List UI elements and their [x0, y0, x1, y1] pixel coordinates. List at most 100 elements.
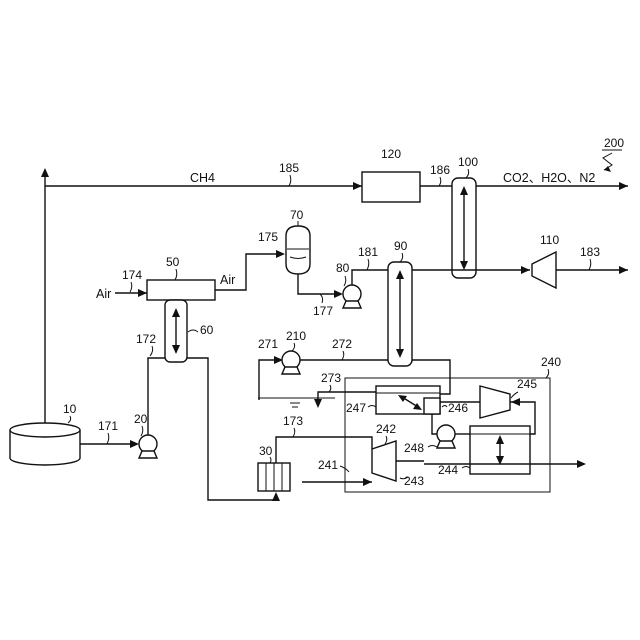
line-181 [352, 270, 388, 285]
turbine-245 [480, 386, 510, 418]
air-in-label: Air [96, 287, 111, 301]
line-174-arrow [138, 289, 147, 297]
line-177-leader [320, 294, 323, 303]
ch4-label: CH4 [190, 171, 215, 185]
compressor-242 [372, 441, 396, 481]
line-186-label: 186 [430, 163, 450, 177]
compressor-242-leader [385, 436, 387, 444]
pump-210-leader [292, 343, 295, 351]
exhaust-label: CO2、H2O、N2 [503, 171, 595, 185]
line-272-label: 272 [332, 337, 352, 351]
unit-247-label: 247 [346, 401, 366, 415]
turbine-110-label: 110 [540, 233, 559, 247]
line-183-leader [589, 259, 591, 270]
unit-30-label: 30 [259, 444, 273, 458]
line-183-arrow [619, 266, 628, 274]
line-174-leader [130, 282, 132, 292]
line-175-label: 175 [258, 230, 278, 244]
unit-30-leader [270, 457, 271, 463]
pump-248-label: 248 [404, 441, 424, 455]
pump-210 [282, 351, 300, 374]
system-ref-label: 200 [604, 136, 624, 150]
line-181-leader [367, 259, 369, 270]
pump-20 [139, 435, 157, 458]
line-177-arrow [334, 290, 343, 298]
pump-248-leader [428, 446, 437, 448]
line-173-leader [293, 428, 295, 437]
unit-30 [258, 463, 290, 491]
pump-248 [437, 425, 455, 448]
pump-80 [343, 285, 361, 308]
unit-246-leader [442, 406, 447, 408]
line-171-label: 171 [98, 419, 118, 433]
vessel-70 [286, 226, 310, 274]
line-271-label: 271 [258, 337, 278, 351]
line-173-label: 173 [283, 414, 303, 428]
hx-244-leader [462, 467, 470, 469]
exhaust-arrow [619, 182, 628, 190]
vessel-70-label: 70 [290, 208, 304, 222]
pump-80-leader [344, 276, 346, 286]
unit-120-label: 120 [381, 147, 401, 161]
line-248-to-246 [432, 414, 437, 434]
system-240-leader [546, 369, 549, 378]
storage-tank-leader [68, 416, 71, 423]
pump-80-label: 80 [336, 261, 350, 275]
line-273-arrow [314, 399, 322, 408]
turbine-110-inlet-arrow [521, 266, 530, 274]
line-177-label: 177 [313, 304, 333, 318]
hx-90-leader [400, 253, 403, 262]
line-171-leader [107, 433, 109, 444]
line-185-arrow [353, 182, 362, 190]
line-172 [148, 358, 165, 435]
unit-50-label: 50 [166, 255, 180, 269]
hx-90-label: 90 [394, 239, 408, 253]
line-171-arrow [130, 440, 139, 448]
line-273-label: 273 [321, 371, 341, 385]
ch4-riser-arrow [41, 168, 49, 177]
unit-50 [147, 280, 215, 300]
line-174-label: 174 [122, 268, 142, 282]
line-172-leader [150, 346, 153, 356]
line-241-arrow [363, 478, 372, 486]
unit-120 [362, 172, 420, 202]
unit-247-leader [368, 406, 376, 408]
pump-20-leader [141, 426, 143, 436]
line-241-label: 241 [318, 458, 338, 472]
hx-100-leader [466, 169, 469, 178]
hx-244-label: 244 [438, 463, 458, 477]
line-273-leader [329, 385, 331, 392]
storage-tank-label: 10 [63, 402, 77, 416]
unit-246-label: 246 [448, 401, 468, 415]
unit-50-leader [175, 269, 177, 280]
line-177 [298, 274, 340, 294]
line-271 [259, 360, 280, 400]
system-ref-arrow [604, 166, 611, 172]
air-out-label: Air [220, 273, 235, 287]
hx-100-label: 100 [458, 155, 478, 169]
compressor-243-label: 243 [404, 474, 424, 488]
storage-tank [10, 423, 80, 465]
hx-60-label: 60 [200, 323, 214, 337]
line-183-label: 183 [580, 245, 600, 259]
line-272-leader [342, 351, 344, 360]
system-240-label: 240 [541, 355, 561, 369]
line-175-arrow [276, 250, 285, 258]
turbine-245-leader [511, 392, 518, 398]
line-172-label: 172 [136, 332, 156, 346]
line-186-leader [439, 177, 441, 186]
turbine-245-label: 245 [517, 377, 537, 391]
turbine-245-arrow [511, 398, 520, 406]
line-185-label: 185 [279, 161, 299, 175]
pump-210-label: 210 [286, 329, 306, 343]
line-244-outlet-arrow [577, 460, 586, 468]
unit-30-inlet-arrow [272, 492, 280, 501]
line-185-leader [289, 175, 291, 186]
line-181-label: 181 [358, 245, 378, 259]
compressor-242-label: 242 [376, 422, 396, 436]
unit-246 [424, 398, 440, 414]
pump-20-label: 20 [134, 412, 148, 426]
turbine-110 [532, 252, 556, 288]
